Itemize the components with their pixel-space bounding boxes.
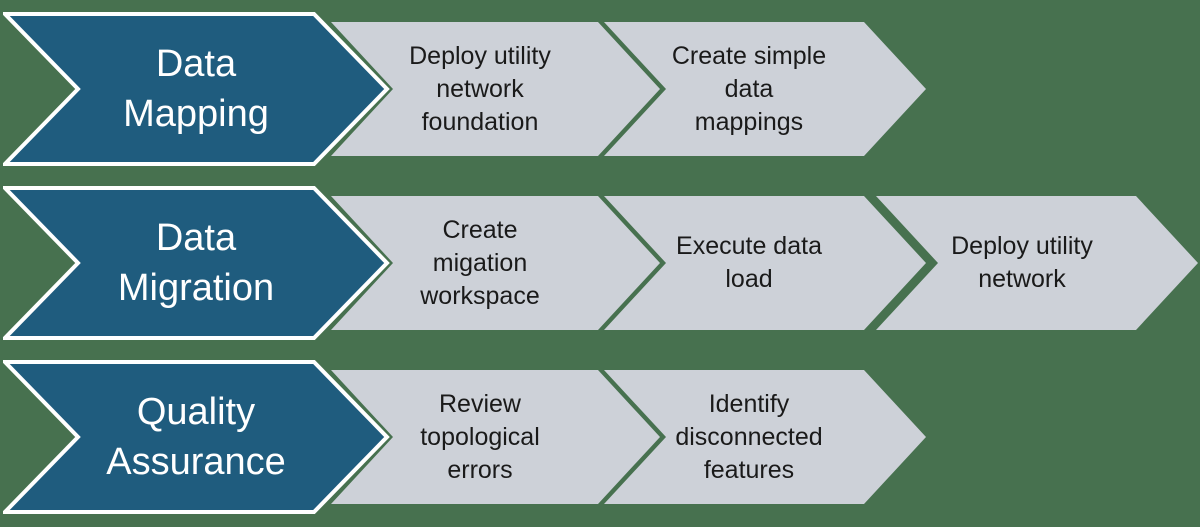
stage-chevron-data-migration [3, 186, 390, 340]
step-label-deploy-utility-network-foundation: Deploy utility network foundation [409, 41, 551, 136]
step-label-execute-data-load: Execute data load [676, 232, 822, 293]
step-label-create-simple-data-mappings: Create simple data mappings [671, 41, 827, 136]
stage-chevron-data-mapping [3, 12, 390, 166]
step-label-review-topological-errors: Review topological errors [420, 389, 540, 484]
step-label-create-migation-workspace: Create migation workspace [420, 215, 540, 310]
stage-label-data-mapping: Data Mapping [123, 42, 269, 135]
step-label-identify-disconnected-features: Identify disconnected features [675, 389, 823, 484]
stage-chevron-quality-assurance [3, 360, 390, 514]
stage-label-data-migration: Data Migration [117, 216, 275, 309]
step-label-deploy-utility-network: Deploy utility network [951, 232, 1093, 293]
stage-label-quality-assurance: Quality Assurance [106, 390, 286, 483]
